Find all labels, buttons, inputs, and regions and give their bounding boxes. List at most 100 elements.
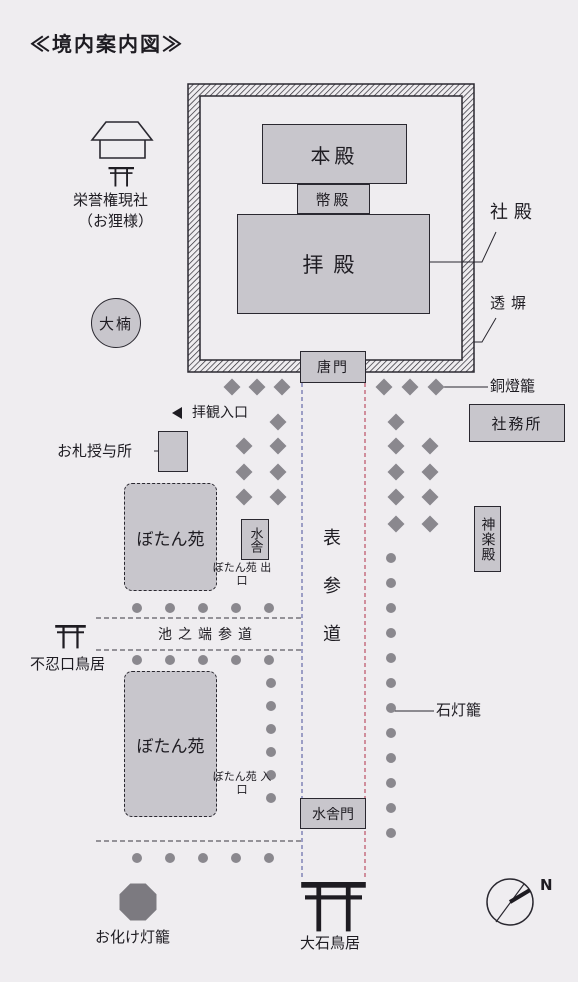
stone-lantern (266, 747, 276, 757)
compass-needle-north (508, 888, 532, 904)
stone-lantern (386, 603, 396, 613)
sukibei-leader (474, 317, 497, 343)
ogusu-label: 大楠 (98, 314, 133, 333)
copper-lantern (427, 378, 445, 396)
stone-lantern (386, 828, 396, 838)
chozuya-gate[interactable]: 水舎門 (300, 798, 366, 829)
sukibei-label: 透塀 (490, 294, 533, 312)
stone-lantern (386, 778, 396, 788)
copper-lantern (273, 378, 291, 396)
chozuya-label: 水舎 (247, 526, 263, 553)
shaden-leader (430, 231, 497, 263)
heiden-building[interactable]: 幣殿 (297, 184, 370, 214)
stone-lantern (165, 655, 175, 665)
ishi-torii-label[interactable]: 大石鳥居 (300, 934, 361, 952)
copper-lantern (248, 378, 266, 396)
stone-lantern (132, 853, 142, 863)
copper-lantern (269, 437, 287, 455)
omotesando-label[interactable]: 表参道 (320, 528, 341, 672)
ofuda-office[interactable] (158, 431, 188, 472)
stone-lantern (266, 724, 276, 734)
botan-garden-upper[interactable]: ぼたん苑 (124, 483, 217, 591)
botan-entrance-label[interactable]: ぼたん苑 入口 (212, 770, 272, 796)
haikan-entrance-arrow (172, 407, 182, 419)
copper-lantern (421, 515, 439, 533)
honden-building[interactable]: 本殿 (262, 124, 407, 184)
botan-exit-label[interactable]: ぼたん苑 出口 (212, 561, 272, 587)
stone-lantern (386, 553, 396, 563)
shamusho-label: 社務所 (491, 414, 543, 433)
stone-lantern (386, 703, 396, 713)
stone-lantern (386, 753, 396, 763)
shaden-label: 社殿 (490, 202, 538, 223)
stone-lantern (132, 603, 142, 613)
copper-lantern (387, 463, 405, 481)
botan-lower-label: ぼたん苑 (136, 736, 205, 757)
copper-lantern (223, 378, 241, 396)
kagurade-hall[interactable]: 神楽殿 (474, 506, 501, 572)
ishitoro-label: 石灯籠 (436, 701, 482, 719)
karamon-gate[interactable]: 唐門 (300, 351, 366, 383)
honden-label: 本殿 (310, 143, 359, 168)
stone-lantern (266, 701, 276, 711)
copper-lantern (421, 437, 439, 455)
north-label: N (540, 876, 553, 894)
shinobazu-torii-icon[interactable] (55, 625, 86, 649)
copper-lantern (387, 437, 405, 455)
eiyo-gongen-label[interactable]: 栄誉権現社 (73, 191, 149, 209)
copper-lantern (269, 413, 287, 431)
botan-garden-lower[interactable]: ぼたん苑 (124, 671, 217, 817)
stone-lantern (165, 853, 175, 863)
ishi-torii-icon[interactable] (301, 882, 366, 932)
stone-lantern (264, 853, 274, 863)
obake-toro-icon (119, 883, 157, 921)
stone-lantern (198, 853, 208, 863)
chozuya-gate-label: 水舎門 (312, 806, 354, 823)
otanuki-label: （お狸様） (78, 212, 154, 230)
copper-lantern (269, 488, 287, 506)
botan-upper-label: ぼたん苑 (136, 529, 205, 550)
copper-lantern (387, 413, 405, 431)
map-title: ≪境内案内図≫ (30, 32, 184, 56)
stone-lantern (386, 728, 396, 738)
stone-lantern (198, 603, 208, 613)
stone-lantern (231, 603, 241, 613)
copper-lantern (269, 463, 287, 481)
dotoro-label: 銅燈籠 (490, 377, 536, 395)
shinobazu-torii-label[interactable]: 不忍口鳥居 (30, 655, 106, 673)
copper-lantern (401, 378, 419, 396)
stone-lantern (231, 853, 241, 863)
stone-lantern (165, 603, 175, 613)
haiden-label: 拝殿 (302, 253, 365, 277)
copper-lantern (375, 378, 393, 396)
chozuya-building[interactable]: 水舎 (241, 519, 269, 560)
stone-lantern (386, 628, 396, 638)
stone-lantern (386, 803, 396, 813)
obake-toro-label[interactable]: お化け灯籠 (95, 928, 171, 946)
copper-lantern (235, 488, 253, 506)
stone-lantern (264, 603, 274, 613)
copper-lantern (235, 437, 253, 455)
stone-lantern (198, 655, 208, 665)
stone-lantern (132, 655, 142, 665)
heiden-label: 幣殿 (315, 190, 352, 209)
stone-lantern (386, 678, 396, 688)
stone-lantern (266, 678, 276, 688)
copper-lantern (235, 463, 253, 481)
stone-lantern (386, 653, 396, 663)
stone-lantern (386, 578, 396, 588)
ogusu-tree[interactable]: 大楠 (91, 298, 141, 348)
ikenohata-label[interactable]: 池之端参道 (158, 627, 258, 643)
haikan-entrance-label[interactable]: 拝観入口 (192, 405, 248, 421)
stone-lantern (266, 793, 276, 803)
ofuda-label: お札授与所 (57, 442, 133, 460)
haiden-building[interactable]: 拝殿 (237, 214, 430, 314)
stone-lantern (231, 655, 241, 665)
kagurade-label: 神楽殿 (479, 516, 496, 562)
copper-lantern (421, 488, 439, 506)
copper-lantern (387, 515, 405, 533)
eiyo-torii-icon[interactable] (108, 167, 135, 187)
shamusho-office[interactable]: 社務所 (469, 404, 565, 442)
copper-lantern (421, 463, 439, 481)
